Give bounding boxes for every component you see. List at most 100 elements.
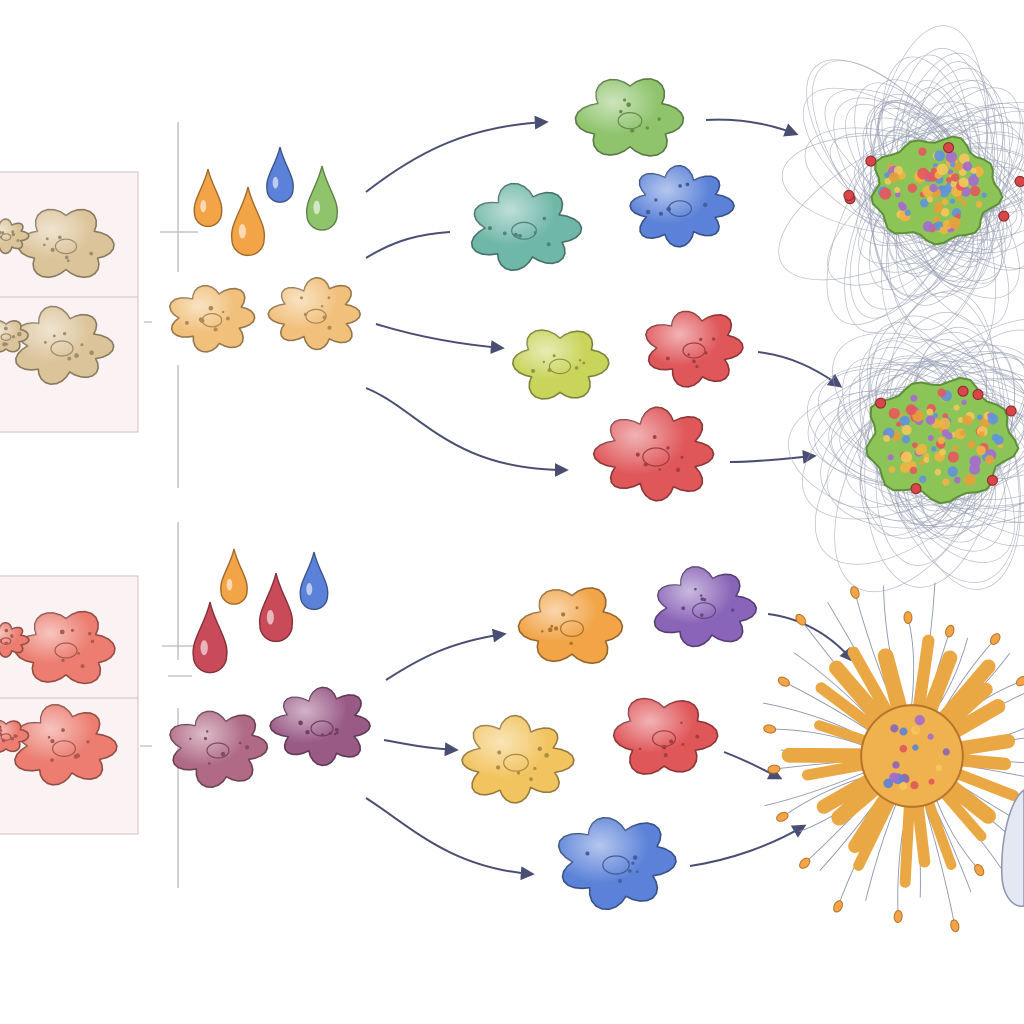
cell-granule xyxy=(695,734,700,739)
cell-granule xyxy=(638,124,641,128)
cell-granule xyxy=(675,467,681,473)
droplet-highlight xyxy=(200,200,207,213)
upper-axis xyxy=(144,122,198,488)
filament xyxy=(764,769,872,807)
droplet-crimson xyxy=(192,601,228,674)
cluster-granule xyxy=(917,167,930,180)
cell-granule xyxy=(207,762,211,765)
cell-granule xyxy=(574,366,579,370)
cell-granule xyxy=(90,639,95,644)
cell-granule xyxy=(687,353,691,356)
cluster-granule xyxy=(970,167,977,174)
partial-cell-fragment xyxy=(1001,789,1024,908)
target-cell-yellow xyxy=(461,714,575,804)
cell-granule xyxy=(203,737,208,741)
cell-granule xyxy=(45,237,49,241)
cell-granule xyxy=(692,359,696,364)
filament-tip xyxy=(795,613,807,626)
cluster-granule xyxy=(899,415,911,427)
upper-group xyxy=(0,25,1024,593)
cluster-granule xyxy=(942,413,949,419)
red-bead xyxy=(957,385,969,397)
cell-granule xyxy=(58,235,62,240)
cell-granule xyxy=(74,353,79,358)
source-cell-light-orange xyxy=(267,276,361,351)
lower-target-cells xyxy=(461,566,758,911)
cell-granule xyxy=(89,350,94,356)
cell-granule xyxy=(50,758,54,762)
cell-nucleus xyxy=(602,855,630,875)
cluster-granule xyxy=(975,201,983,208)
cell-granule xyxy=(623,98,627,102)
upper-source-cells xyxy=(169,276,361,353)
upper-target-cells xyxy=(470,78,744,502)
cluster-granule xyxy=(949,198,956,204)
cell-granule xyxy=(497,750,502,755)
cell-granule xyxy=(635,452,640,457)
droplet-blue xyxy=(299,551,329,611)
cell-granule xyxy=(244,745,250,750)
cell-highlight xyxy=(268,277,361,350)
filament xyxy=(933,793,980,871)
cluster-granule xyxy=(939,448,947,456)
cluster-granule xyxy=(969,185,981,197)
cell-granule xyxy=(680,455,684,459)
cell-granule xyxy=(575,606,579,610)
droplet-blue xyxy=(266,146,294,203)
source-cell-mauve xyxy=(169,710,269,788)
droplet-highlight xyxy=(200,640,208,656)
cluster-granule xyxy=(923,457,930,464)
cluster-granule xyxy=(933,412,939,418)
cell-granule xyxy=(327,325,332,330)
droplet-body xyxy=(258,572,294,643)
cluster-granule xyxy=(991,433,1000,442)
cell-granule xyxy=(666,446,670,450)
inclusion xyxy=(890,724,899,733)
cluster-granule xyxy=(910,394,918,402)
inclusion xyxy=(911,725,921,735)
cluster-granule xyxy=(909,466,918,475)
cell-nucleus xyxy=(54,238,78,255)
cell-granule xyxy=(305,730,310,735)
cell-nucleus xyxy=(503,753,529,772)
cell-granule xyxy=(627,860,630,864)
red-bead xyxy=(972,389,984,401)
upper-arrows xyxy=(365,115,843,477)
cell-granule xyxy=(47,736,51,739)
filament xyxy=(865,797,900,901)
cluster-granule xyxy=(879,187,892,200)
fiber-strand xyxy=(807,362,1024,507)
cell-granule xyxy=(529,777,533,782)
cell-granule xyxy=(0,725,2,730)
cell-granule xyxy=(73,754,79,759)
panel-frame xyxy=(0,171,139,433)
cluster-granule xyxy=(919,198,929,208)
cell-granule xyxy=(205,730,209,733)
cell-granule xyxy=(645,209,651,215)
pathway-arrow xyxy=(729,449,817,464)
cluster-granule xyxy=(894,187,901,193)
cluster-granule xyxy=(912,442,918,448)
inclusion xyxy=(892,761,900,769)
cell-granule xyxy=(3,326,8,331)
cluster-granule xyxy=(957,417,964,423)
cluster-granule xyxy=(927,434,934,442)
cell-granule xyxy=(518,233,522,238)
cluster-granule xyxy=(981,192,987,198)
target-cell-orange xyxy=(517,587,624,665)
lower-arrows xyxy=(365,613,854,881)
droplet-highlight xyxy=(306,583,313,596)
spiky-orange-cell xyxy=(762,582,1024,933)
cell-granule xyxy=(0,639,2,643)
cluster-granule xyxy=(907,183,918,193)
filament-tip xyxy=(763,724,777,734)
lower-outcomes xyxy=(762,582,1024,933)
cell-highlight xyxy=(575,78,684,156)
cell-granule xyxy=(220,751,226,757)
cluster-granule xyxy=(904,209,911,217)
cluster-granule xyxy=(958,153,970,165)
droplet-orange xyxy=(230,186,266,257)
cell-granule xyxy=(15,734,18,738)
cell-nucleus xyxy=(511,221,537,240)
droplet-highlight xyxy=(272,176,279,189)
